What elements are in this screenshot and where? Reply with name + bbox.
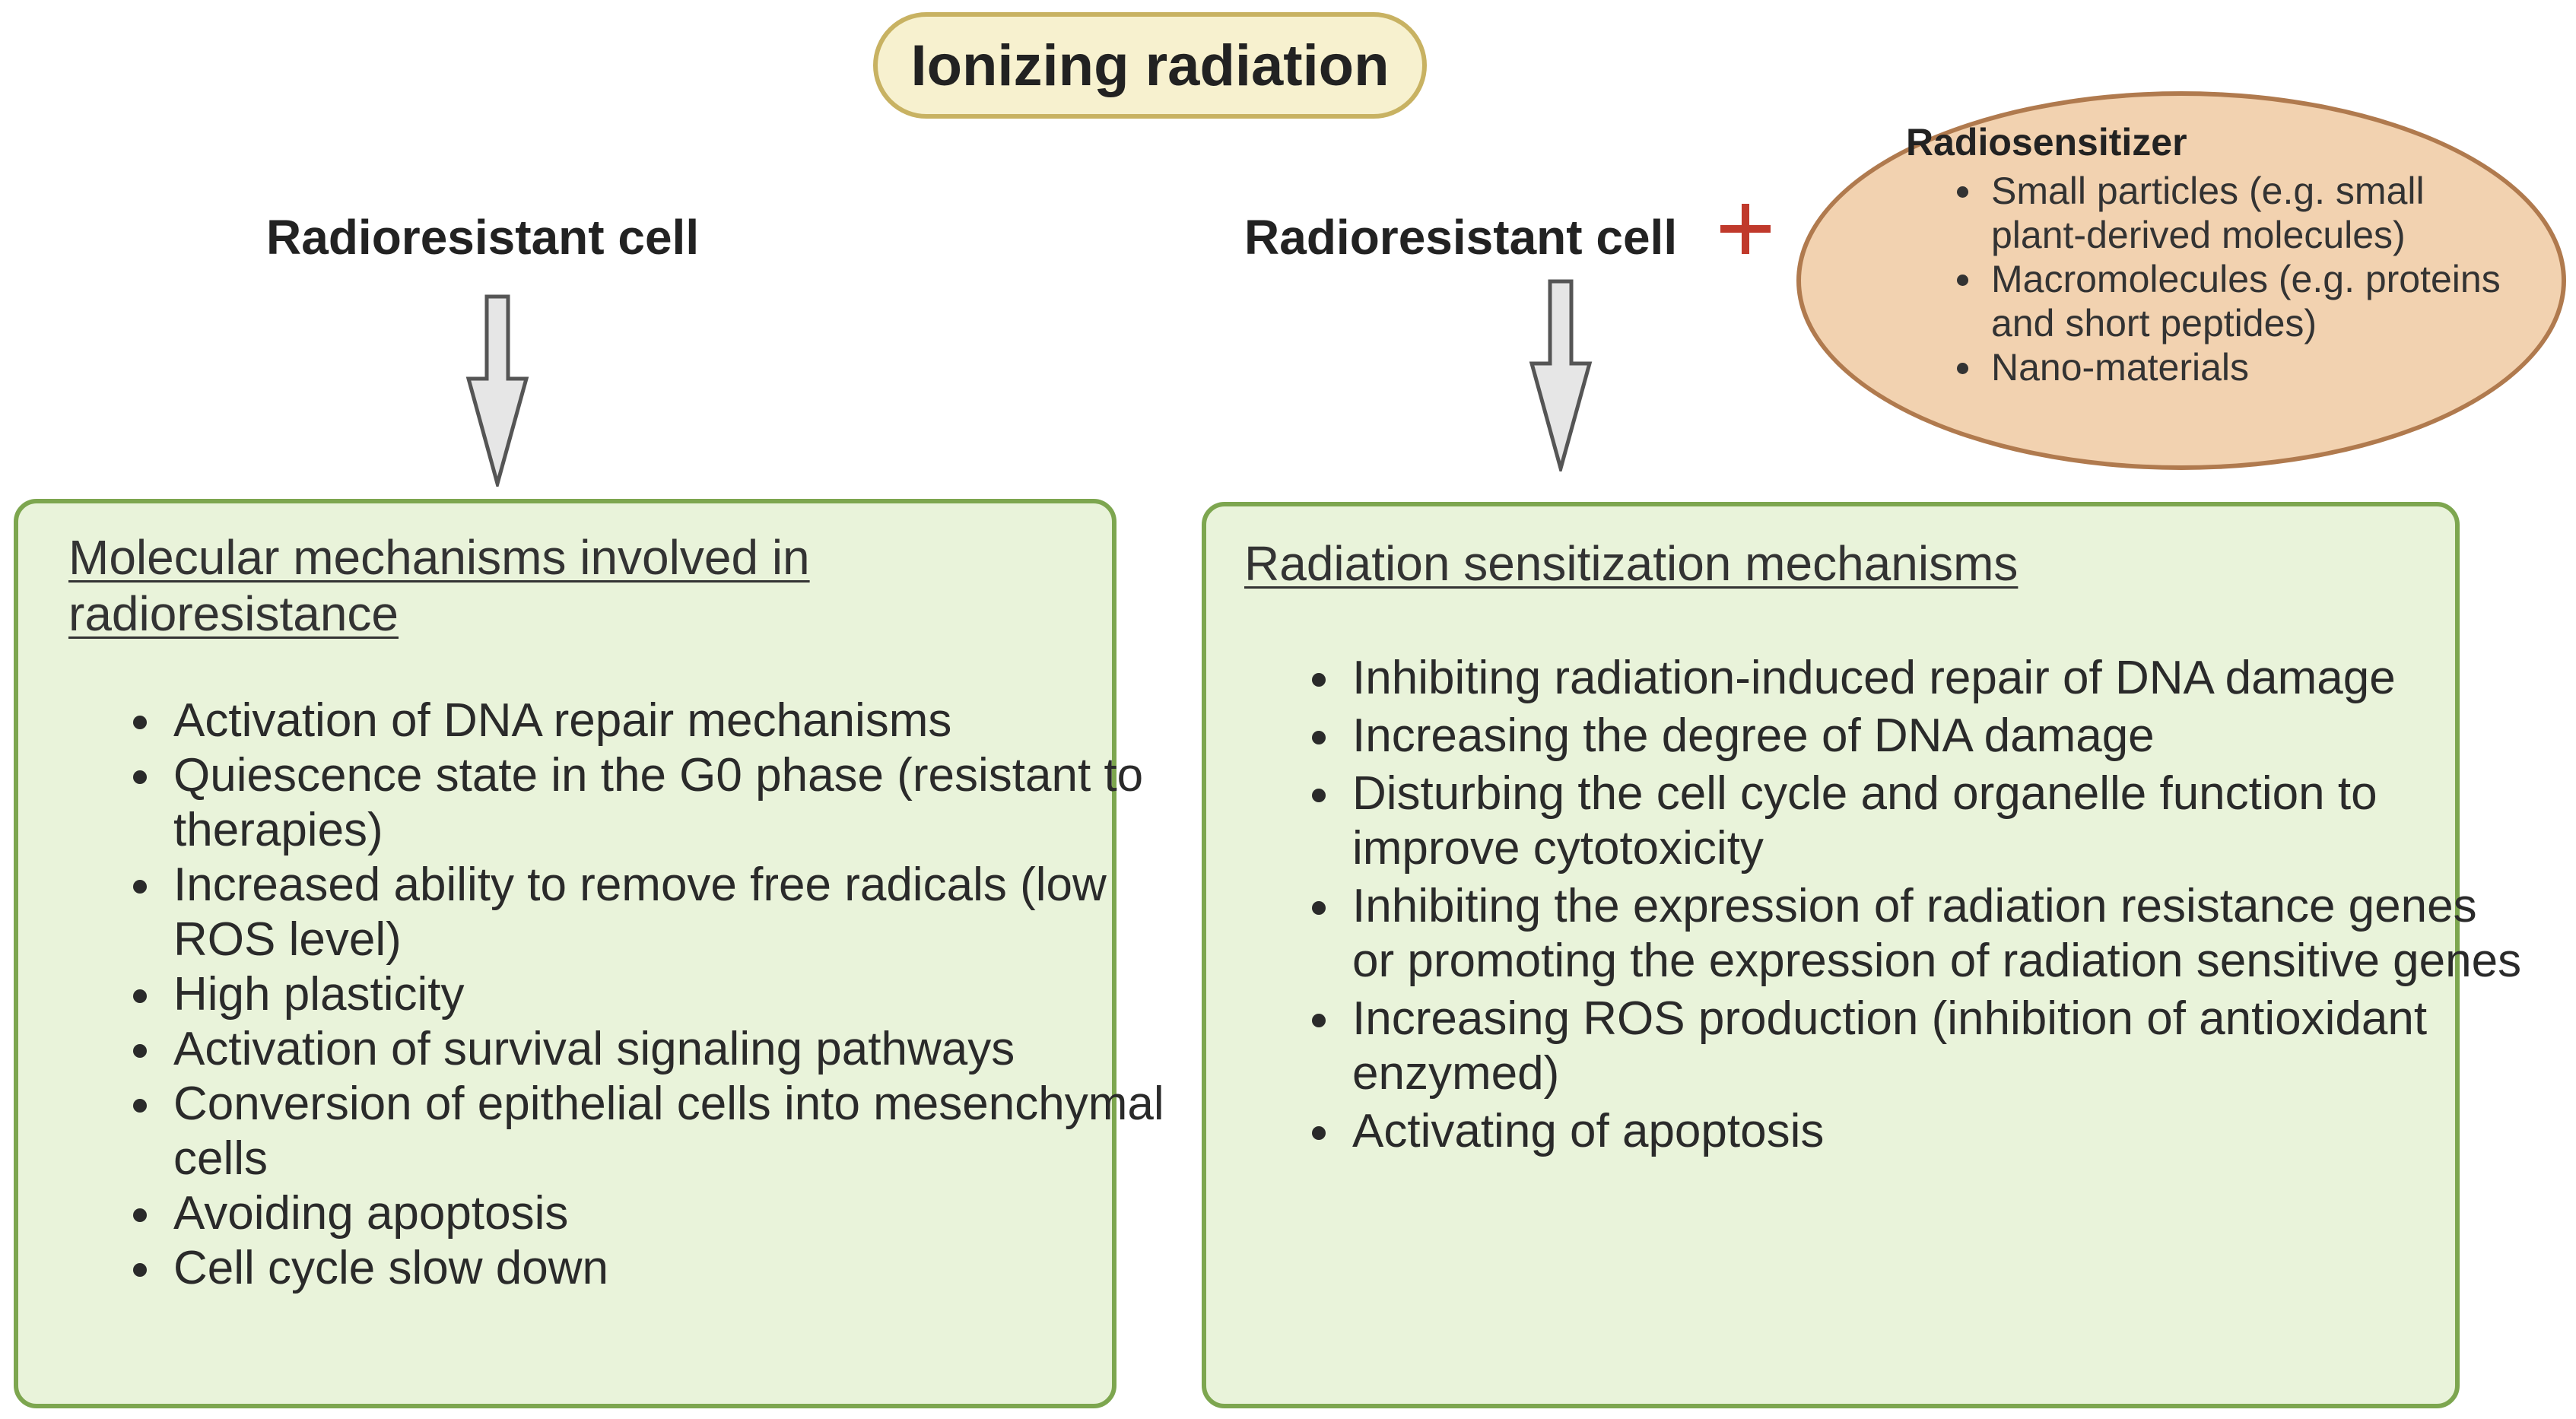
list-item: Avoiding apoptosis (166, 1186, 1177, 1241)
list-item: Increasing the degree of DNA damage (1345, 709, 2531, 763)
radioresistance-panel-title: Molecular mechanisms involved in radiore… (68, 530, 810, 641)
list-item: Cell cycle slow down (166, 1241, 1177, 1296)
radioresistance-panel (14, 499, 1116, 1408)
list-item: High plasticity (166, 967, 1177, 1022)
list-item: Disturbing the cell cycle and organelle … (1345, 767, 2531, 876)
radioresistance-list: Activation of DNA repair mechanisms Quie… (68, 694, 1177, 1296)
sensitization-panel (1202, 502, 2460, 1408)
ionizing-radiation-label: Ionizing radiation (873, 12, 1427, 119)
left-cell-label: Radioresistant cell (266, 210, 700, 265)
list-item: Inhibiting radiation-induced repair of D… (1345, 651, 2531, 706)
list-item: Conversion of epithelial cells into mese… (166, 1077, 1177, 1186)
list-item: Nano-materials (1985, 345, 2514, 389)
radiosensitizer-content: Radiosensitizer Small particles (e.g. sm… (1906, 120, 2514, 389)
list-item: Increasing ROS production (inhibition of… (1345, 992, 2531, 1101)
list-item: Activation of DNA repair mechanisms (166, 694, 1177, 748)
radiosensitizer-title: Radiosensitizer (1906, 121, 2187, 163)
sensitization-panel-title: Radiation sensitization mechanisms (1244, 536, 2019, 591)
sensitization-list: Inhibiting radiation-induced repair of D… (1247, 651, 2531, 1162)
list-item: Activation of survival signaling pathway… (166, 1022, 1177, 1077)
list-item: Inhibiting the expression of radiation r… (1345, 879, 2531, 989)
list-item: Small particles (e.g. small plant-derive… (1985, 169, 2514, 257)
right-cell-label: Radioresistant cell (1244, 210, 1678, 265)
list-item: Quiescence state in the G0 phase (resist… (166, 748, 1177, 858)
radiosensitizer-ellipse (1796, 91, 2566, 470)
ionizing-radiation-text: Ionizing radiation (910, 33, 1390, 98)
right-down-arrow-icon (1529, 279, 1593, 471)
list-item: Macromolecules (e.g. proteins and short … (1985, 257, 2514, 345)
list-item: Activating of apoptosis (1345, 1104, 2531, 1159)
list-item: Increased ability to remove free radical… (166, 858, 1177, 967)
plus-icon (1720, 204, 1771, 254)
radiosensitizer-list: Small particles (e.g. small plant-derive… (1906, 169, 2514, 389)
left-down-arrow-icon (465, 294, 529, 487)
